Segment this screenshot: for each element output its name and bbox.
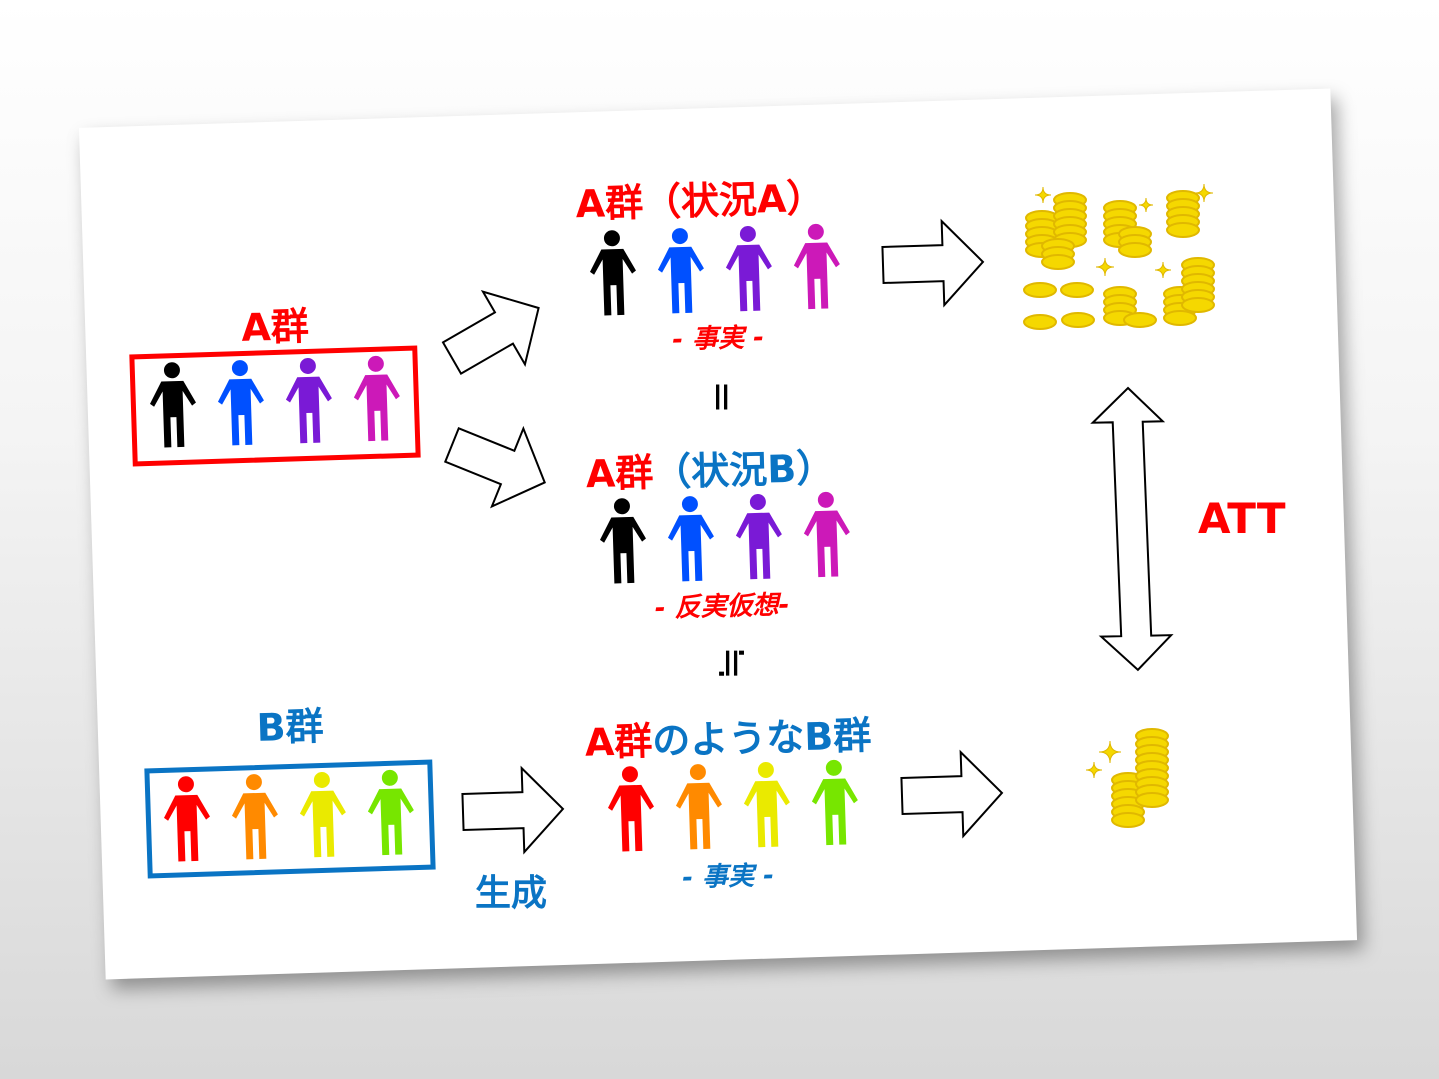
arrow-right-a-icon <box>880 218 986 308</box>
person-icon <box>599 498 646 584</box>
group-a-people <box>147 354 404 450</box>
group-b-people <box>161 768 418 864</box>
coin <box>1023 282 1057 298</box>
coins-large-icon <box>1023 183 1215 330</box>
arrow-generate-icon <box>460 765 566 855</box>
coin <box>1166 222 1200 238</box>
person-icon <box>217 360 264 446</box>
sparkle-icon <box>1154 261 1172 279</box>
coin <box>1163 310 1197 326</box>
scenario-b-people <box>597 490 854 586</box>
arrow-right-b-icon <box>899 749 1005 839</box>
person-icon <box>353 355 400 442</box>
coin <box>1041 254 1075 270</box>
person-icon <box>589 230 636 316</box>
coin <box>1111 812 1145 828</box>
sparkle-icon <box>1138 197 1154 213</box>
coin <box>1061 312 1095 328</box>
person-icon <box>743 761 790 848</box>
arrow-down-right-icon <box>435 405 562 523</box>
person-icon <box>811 759 858 846</box>
coin <box>1123 312 1157 328</box>
generate-label: 生成 <box>475 873 548 914</box>
person-icon <box>367 769 414 856</box>
person-icon <box>299 771 346 858</box>
sparkle-icon <box>1098 740 1122 764</box>
person-icon <box>149 362 196 448</box>
sparkle-icon <box>1095 257 1115 277</box>
coin <box>1023 314 1057 330</box>
scenario-a-people <box>587 222 844 318</box>
sparkle-icon <box>1034 186 1052 204</box>
person-icon <box>667 496 714 582</box>
arrow-up-right-icon <box>430 270 561 396</box>
coins-small-icon <box>1085 728 1169 828</box>
coin <box>1181 297 1215 313</box>
sparkle-icon <box>1194 183 1214 203</box>
coin <box>1060 282 1094 298</box>
person-icon <box>793 223 840 310</box>
person-icon <box>735 493 782 580</box>
sparkle-icon <box>1085 761 1103 779</box>
person-icon <box>231 774 278 860</box>
synthetic-people <box>605 758 862 854</box>
person-icon <box>803 491 850 578</box>
person-icon <box>725 225 772 312</box>
person-icon <box>657 228 704 314</box>
att-label: ATT <box>1198 494 1286 543</box>
person-icon <box>675 764 722 850</box>
coin <box>1118 242 1152 258</box>
coin <box>1135 792 1169 808</box>
person-icon <box>163 776 210 862</box>
person-icon <box>285 357 332 444</box>
person-icon <box>607 766 654 852</box>
double-arrow-icon <box>1090 386 1174 672</box>
